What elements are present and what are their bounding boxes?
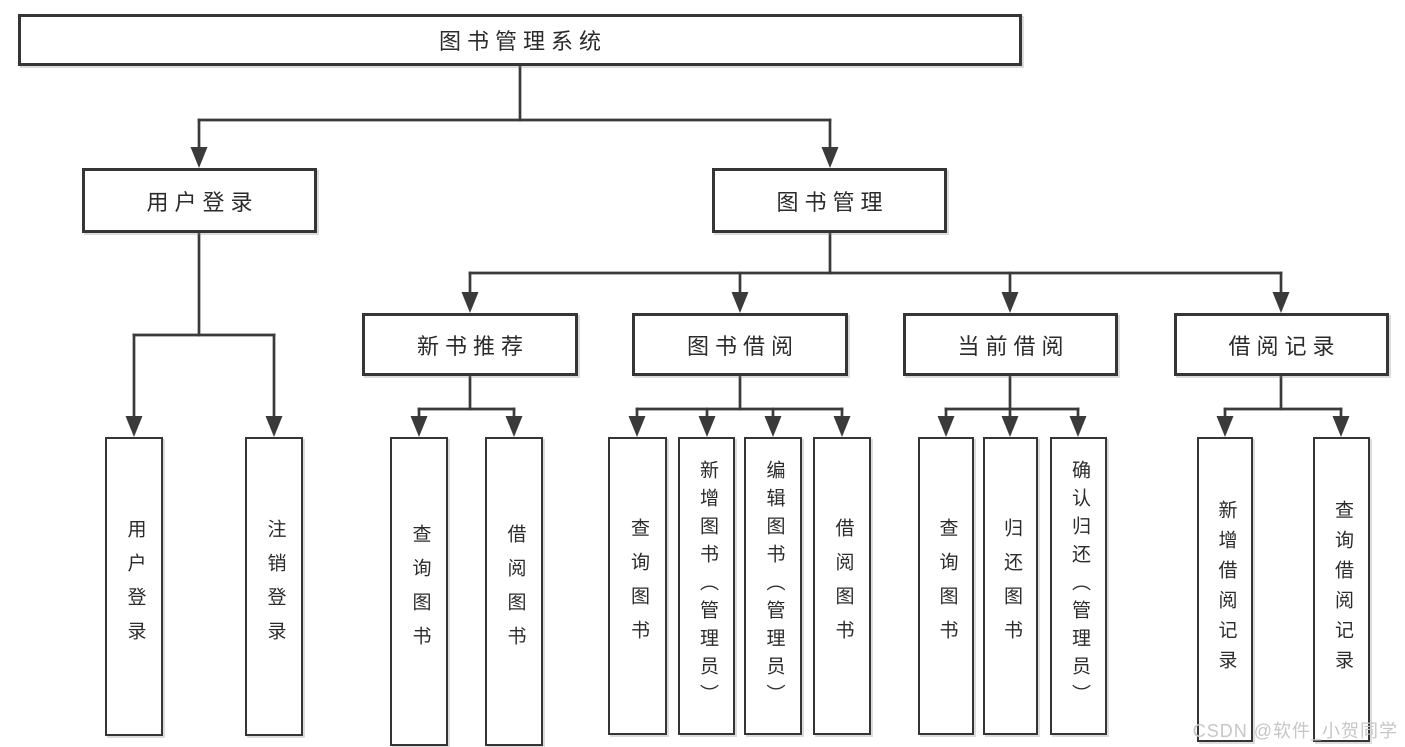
node-label: 查询借阅记录 — [1331, 499, 1353, 680]
leaf-add-borrow-record: 新增借阅记录 — [1197, 437, 1253, 742]
node-current-borrowing: 当前借阅 — [903, 313, 1118, 376]
node-label: 新增图书（管理员） — [696, 460, 718, 712]
leaf-edit-book-admin: 编辑图书（管理员） — [744, 437, 802, 735]
leaf-borrow-books-borrowing: 借阅图书 — [813, 437, 871, 735]
node-label: 图书管理系统 — [438, 29, 607, 54]
node-label: 当前借阅 — [957, 333, 1070, 359]
node-label: 确认归还（管理员） — [1068, 460, 1090, 712]
node-label: 用户登录 — [124, 518, 146, 655]
node-label: 图书管理 — [776, 189, 889, 215]
node-book-management-system: 图书管理系统 — [18, 14, 1022, 66]
node-book-management: 图书管理 — [712, 168, 947, 233]
leaf-query-books-current: 查询图书 — [918, 437, 974, 735]
node-label: 新增借阅记录 — [1215, 499, 1237, 680]
node-user-login: 用户登录 — [82, 168, 317, 233]
leaf-return-books: 归还图书 — [983, 437, 1038, 735]
node-book-borrowing: 图书借阅 — [632, 313, 848, 376]
leaf-query-books-borrowing: 查询图书 — [608, 437, 667, 735]
node-borrowing-records: 借阅记录 — [1174, 313, 1389, 376]
node-label: 新书推荐 — [416, 333, 529, 359]
node-label: 编辑图书（管理员） — [763, 460, 785, 712]
node-label: 归还图书 — [1000, 518, 1022, 654]
node-label: 查询图书 — [627, 518, 649, 654]
leaf-borrow-books-recommend: 借阅图书 — [485, 437, 543, 746]
leaf-logout: 注销登录 — [245, 437, 303, 736]
node-label: 查询图书 — [936, 518, 958, 654]
node-label: 用户登录 — [146, 189, 259, 215]
node-new-book-recommendation: 新书推荐 — [362, 313, 578, 376]
csdn-watermark: CSDN @软件_小贺同学 — [1192, 721, 1398, 741]
leaf-user-login: 用户登录 — [105, 437, 163, 736]
node-label: 借阅记录 — [1228, 333, 1341, 359]
node-label: 注销登录 — [264, 518, 286, 655]
node-label: 借阅图书 — [832, 518, 854, 654]
leaf-confirm-return-admin: 确认归还（管理员） — [1050, 437, 1107, 735]
node-label: 图书借阅 — [686, 333, 799, 359]
node-label: 查询图书 — [409, 523, 431, 660]
leaf-query-books-recommend: 查询图书 — [390, 437, 448, 746]
leaf-add-book-admin: 新增图书（管理员） — [678, 437, 735, 735]
node-label: 借阅图书 — [504, 523, 526, 660]
leaf-query-borrow-record: 查询借阅记录 — [1313, 437, 1370, 742]
